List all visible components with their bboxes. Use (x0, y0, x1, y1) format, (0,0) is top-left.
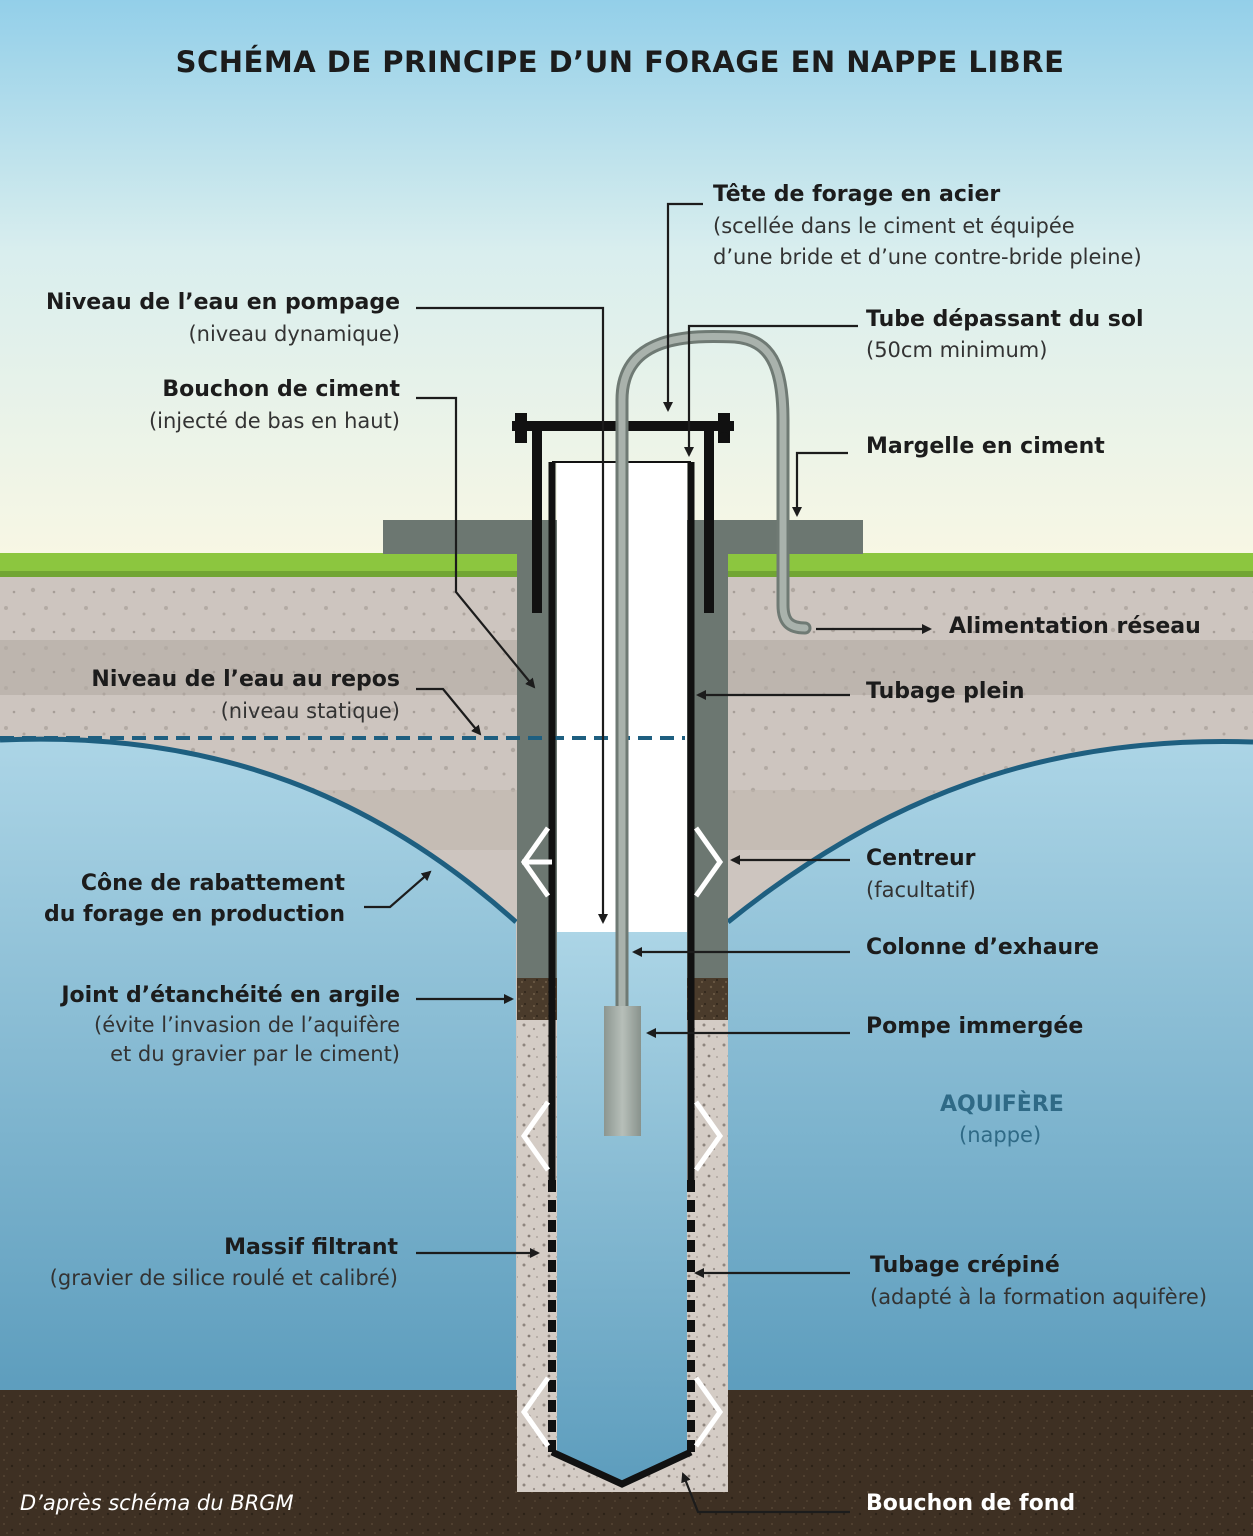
cone-line-left (0, 736, 518, 924)
aquifere-label: AQUIFÈRE (940, 1092, 1064, 1117)
wellhead-right-leg (704, 430, 714, 613)
niveau-pompage-label: Niveau de l’eau en pompage (46, 290, 400, 315)
aquifer (0, 739, 516, 1395)
joint-label: Joint d’étanchéité en argile (61, 983, 400, 1008)
pompe-label: Pompe immergée (866, 1014, 1084, 1039)
cone-label-line2: du forage en production (43, 902, 345, 927)
credit: D’après schéma du BRGM (20, 1491, 294, 1515)
casing-interior-water (557, 932, 687, 1482)
massif-sub: (gravier de silice roulé et calibré) (49, 1266, 398, 1290)
bolt-right-cap (719, 432, 729, 442)
bottom-plug (550, 1448, 693, 1488)
aquifere-sub: (nappe) (959, 1123, 1042, 1147)
centreur-sub: (facultatif) (866, 878, 976, 902)
tubage-crepine-sub: (adapté à la formation aquifère) (870, 1285, 1208, 1309)
pump (604, 1006, 641, 1136)
bolt-left-cap (516, 432, 526, 442)
colonne-label: Colonne d’exhaure (866, 935, 1099, 960)
tubage-plein-label: Tubage plein (866, 679, 1025, 704)
joint-sub2: et du gravier par le ciment) (110, 1042, 400, 1066)
centreur-label: Centreur (866, 846, 976, 871)
tete-forage-sub2: d’une bride et d’une contre-bride pleine… (713, 245, 1142, 269)
bouchon-fond-label: Bouchon de fond (866, 1491, 1076, 1516)
cone-line-right (726, 739, 1253, 924)
tubage-crepine-label: Tubage crépiné (870, 1253, 1060, 1278)
bouchon-ciment-sub: (injecté de bas en haut) (148, 409, 400, 433)
alimentation-label: Alimentation réseau (949, 614, 1201, 639)
joint-sub1: (évite l’invasion de l’aquifère (94, 1013, 400, 1037)
aquifer-right (728, 741, 1253, 1395)
massif-label: Massif filtrant (224, 1235, 398, 1260)
page-title: SCHÉMA DE PRINCIPE D’UN FORAGE EN NAPPE … (175, 45, 1065, 79)
tete-forage-sub1: (scellée dans le ciment et équipée (713, 214, 1075, 238)
tete-forage-label: Tête de forage en acier (713, 182, 1001, 207)
margelle-label: Margelle en ciment (866, 434, 1105, 459)
bouchon-ciment-label: Bouchon de ciment (162, 377, 400, 402)
cone-label-line1: Cône de rabattement (80, 871, 345, 896)
tube-depassant-label: Tube dépassant du sol (866, 307, 1144, 332)
wellhead-left-leg (532, 430, 542, 613)
leader-lines (364, 202, 932, 1514)
niveau-repos-label: Niveau de l’eau au repos (91, 667, 400, 692)
niveau-pompage-sub: (niveau dynamique) (188, 322, 400, 346)
centralizers (520, 826, 724, 1448)
tube-depassant-sub: (50cm minimum) (866, 338, 1048, 362)
niveau-repos-sub: (niveau statique) (220, 699, 400, 723)
riser-pipe-highlight (618, 332, 809, 1012)
